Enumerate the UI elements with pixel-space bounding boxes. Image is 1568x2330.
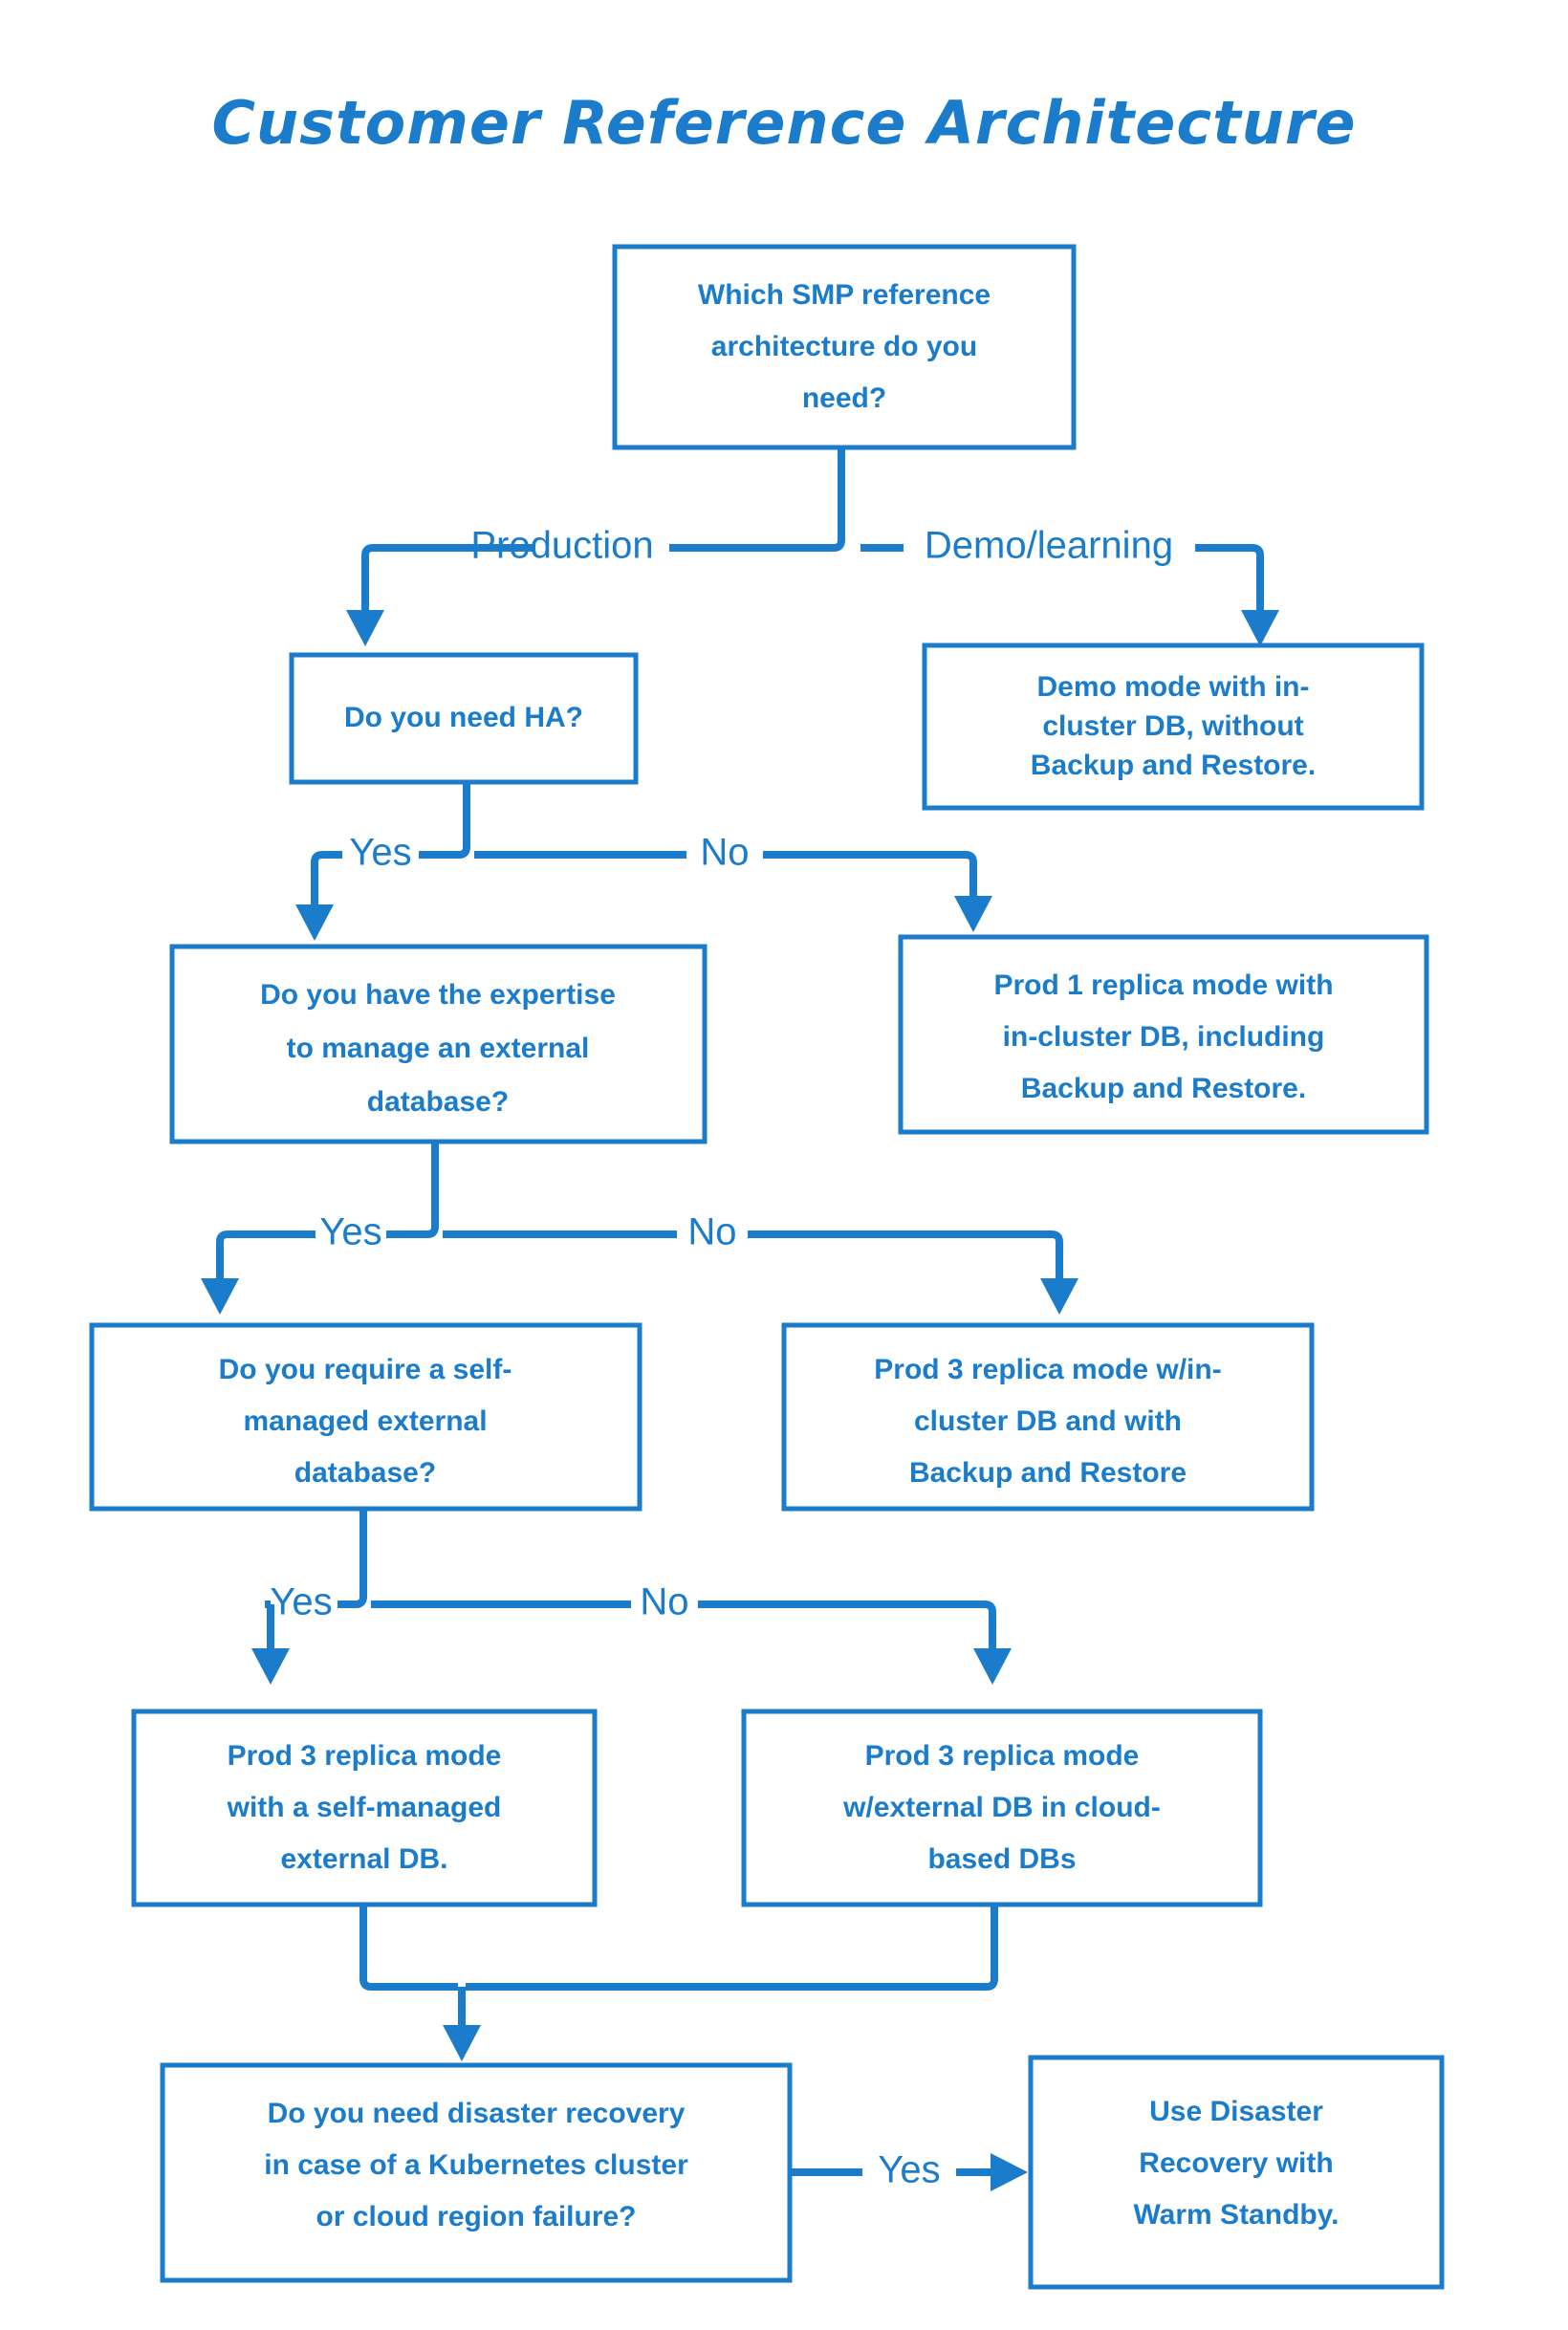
node-dr-outcome-line-1: Use Disaster [1149,2096,1323,2127]
node-prod3-selfmanaged-line-1: Prod 3 replica mode [228,1740,502,1772]
node-selfmanaged-question-box[interactable] [89,1322,642,1512]
node-prod3-incluster-line-3: Backup and Restore [909,1457,1187,1489]
edge-label-demo-learning: Demo/learning [925,525,1173,567]
node-demo-outcome[interactable]: Demo mode with in- cluster DB, without B… [922,642,1425,811]
node-prod3-selfmanaged-outcome-box[interactable] [131,1709,598,1907]
edge-ha-no-2 [763,851,977,904]
node-dr-outcome-box[interactable] [1028,2055,1445,2290]
node-expertise-question[interactable]: Do you have the expertise to manage an e… [169,944,708,1144]
node-selfmanaged-question-line-1: Do you require a self- [219,1354,512,1385]
node-dr-question-line-1: Do you need disaster recovery [268,2098,686,2129]
arrow-production [346,610,384,646]
arrow-ha-yes [295,904,334,941]
node-prod3-incluster-line-1: Prod 3 replica mode w/in- [874,1354,1221,1385]
edge-label-expertise-no: No [687,1211,736,1253]
node-expertise-question-line-1: Do you have the expertise [260,979,616,1011]
node-ha-question-box[interactable] [289,652,639,785]
node-prod1-outcome[interactable]: Prod 1 replica mode with in-cluster DB, … [898,934,1429,1135]
node-prod3-incluster-outcome[interactable]: Prod 3 replica mode w/in- cluster DB and… [781,1322,1315,1512]
node-ha-question-line-1: Do you need HA? [344,702,583,733]
node-prod3-selfmanaged-line-3: external DB. [280,1843,447,1875]
node-prod3-cloud-line-2: w/external DB in cloud- [842,1792,1161,1823]
node-prod1-outcome-box[interactable] [898,934,1429,1135]
node-dr-question-box[interactable] [160,2062,793,2283]
edge-label-expertise-yes: Yes [319,1211,381,1253]
node-dr-outcome[interactable]: Use Disaster Recovery with Warm Standby. [1028,2055,1445,2290]
node-dr-outcome-line-3: Warm Standby. [1133,2199,1339,2231]
edge-selfmanaged-stub [338,1509,367,1608]
node-dr-outcome-line-2: Recovery with [1139,2147,1333,2179]
arrow-selfmanaged-no [973,1648,1012,1685]
node-selfmanaged-question[interactable]: Do you require a self- managed external … [89,1322,642,1512]
node-expertise-question-line-3: database? [367,1086,509,1118]
arrow-expertise-yes [201,1278,239,1315]
node-root-question-line-2: architecture do you [711,331,977,362]
edge-root-stub [669,447,845,552]
node-selfmanaged-question-line-2: managed external [243,1405,487,1437]
node-prod3-cloud-line-3: based DBs [927,1843,1076,1875]
node-demo-outcome-line-1: Demo mode with in- [1037,671,1310,703]
edge-production [361,544,535,620]
page-title: Customer Reference Architecture [211,88,1356,158]
edge-label-ha-yes: Yes [349,832,411,874]
node-prod3-cloud-outcome-box[interactable] [741,1709,1263,1907]
edge-expertise-stub [386,1142,439,1238]
node-root-question-line-1: Which SMP reference [698,279,991,311]
node-expertise-question-line-2: to manage an external [287,1033,590,1064]
edge-merge-left [359,1905,458,1991]
edge-label-production: Production [470,525,653,567]
arrow-expertise-no [1040,1278,1078,1315]
edge-ha-yes [311,851,342,878]
edge-expertise-yes [216,1230,316,1286]
node-prod3-cloud-outcome[interactable]: Prod 3 replica mode w/external DB in clo… [741,1709,1263,1907]
arrow-selfmanaged-yes [251,1648,290,1685]
node-prod1-outcome-line-2: in-cluster DB, including [1003,1021,1325,1053]
node-demo-outcome-box[interactable] [922,642,1425,811]
node-root-question-box[interactable] [612,244,1077,450]
node-prod3-incluster-outcome-box[interactable] [781,1322,1315,1512]
node-selfmanaged-question-line-3: database? [294,1457,436,1489]
edge-label-selfmanaged-no: No [640,1581,688,1623]
edge-label-layer: Production Demo/learning Yes No Yes No Y… [270,525,1173,2191]
node-prod3-selfmanaged-outcome[interactable]: Prod 3 replica mode with a self-managed … [131,1709,598,1907]
edge-expertise-no-2 [748,1230,1063,1286]
edge-selfmanaged-no-2 [698,1601,996,1654]
node-prod3-selfmanaged-line-2: with a self-managed [227,1792,502,1823]
edge-label-ha-no: No [700,832,749,874]
node-prod1-outcome-line-1: Prod 1 replica mode with [993,969,1333,1001]
edge-layer [201,447,1279,2191]
node-root-question[interactable]: Which SMP reference architecture do you … [612,244,1077,450]
arrow-dr-yes [991,2153,1028,2191]
edge-demo-learning-2 [1195,544,1264,620]
node-prod3-cloud-line-1: Prod 3 replica mode [865,1740,1140,1772]
node-expertise-question-box[interactable] [169,944,708,1144]
node-demo-outcome-line-2: cluster DB, without [1042,710,1303,742]
edge-label-selfmanaged-yes: Yes [270,1581,332,1623]
node-dr-question[interactable]: Do you need disaster recovery in case of… [160,2062,793,2283]
node-root-question-line-3: need? [802,382,886,414]
node-dr-question-line-3: or cloud region failure? [316,2201,636,2232]
edge-label-dr-yes: Yes [878,2149,940,2191]
node-prod1-outcome-line-3: Backup and Restore. [1021,1073,1306,1104]
arrow-ha-no [954,896,992,932]
edge-merge-right [466,1905,998,1991]
node-demo-outcome-line-3: Backup and Restore. [1031,750,1316,781]
node-dr-question-line-2: in case of a Kubernetes cluster [264,2149,688,2181]
node-prod3-incluster-line-2: cluster DB and with [914,1405,1182,1437]
arrow-demo-learning [1241,610,1279,646]
arrow-merge-down [443,2025,481,2061]
node-ha-question[interactable]: Do you need HA? [289,652,639,785]
edge-ha-stub [419,782,470,859]
